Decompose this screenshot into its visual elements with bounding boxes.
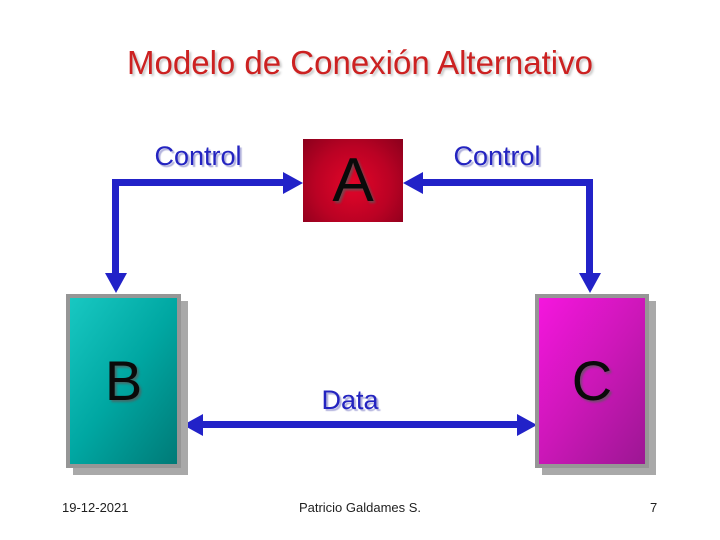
node-a-label: A [332,145,374,215]
data-arrow-line [201,421,519,428]
node-c-label: C [571,349,613,412]
node-b-label: B [104,349,143,412]
node-a: A [303,139,403,222]
control-left-arrow-horizontal-line [112,179,284,186]
arrowhead-down-icon [579,273,601,293]
node-b: B [66,294,181,468]
arrowhead-right-icon [517,414,537,436]
footer-slide-number: 7 [650,500,658,515]
data-label: Data [321,385,379,415]
arrowhead-left-icon [403,172,423,194]
arrowhead-down-icon [105,273,127,293]
footer-date: 19-12-2021 [62,500,129,515]
slide-title: Modelo de Conexión Alternativo [127,44,593,81]
control-right-arrow-vertical-line [586,179,593,274]
control-left-arrow-vertical-line [112,179,119,274]
footer-author: Patricio Galdames S. [298,500,422,515]
arrowhead-left-icon [183,414,203,436]
arrowhead-right-icon [283,172,303,194]
node-c: C [535,294,649,468]
control-right-arrow-horizontal-line [423,179,593,186]
control-right-label: Control [453,141,541,171]
control-left-label: Control [154,141,242,171]
